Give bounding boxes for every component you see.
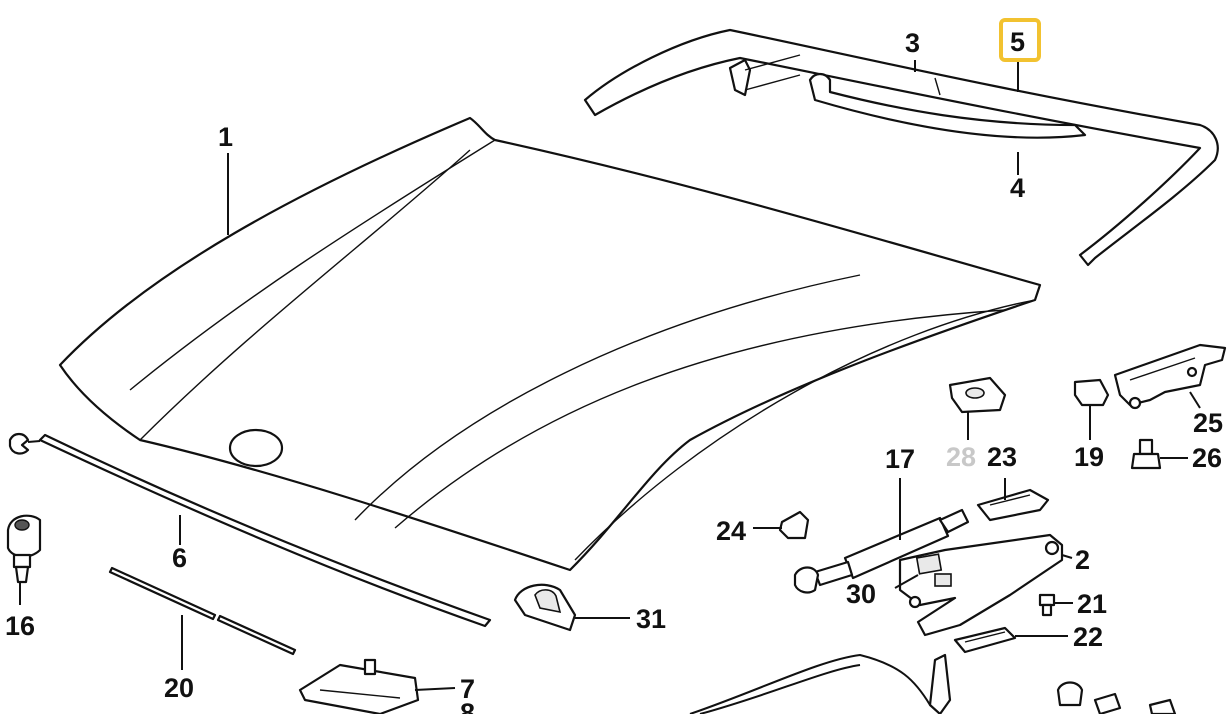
rubber-buffer[interactable] xyxy=(513,583,577,632)
label-19[interactable]: 19 xyxy=(1074,442,1104,472)
label-3[interactable]: 3 xyxy=(905,28,920,58)
label-21[interactable]: 21 xyxy=(1077,589,1107,619)
outer-seal[interactable] xyxy=(583,28,1219,267)
inner-seal-strip[interactable] xyxy=(808,72,1087,139)
label-7[interactable]: 7 xyxy=(460,674,475,704)
label-6[interactable]: 6 xyxy=(172,543,187,573)
label-8[interactable]: 8 xyxy=(460,698,475,714)
label-30[interactable]: 30 xyxy=(846,579,876,609)
plate-22[interactable] xyxy=(953,626,1017,654)
hinge-bracket-25[interactable] xyxy=(1113,343,1227,410)
support-rod[interactable] xyxy=(108,566,297,656)
bolt-21[interactable] xyxy=(1038,593,1056,617)
label-28[interactable]: 28 xyxy=(946,442,976,472)
label-16[interactable]: 16 xyxy=(5,611,35,641)
clip-24[interactable] xyxy=(778,510,810,540)
holder-19[interactable] xyxy=(1073,378,1110,407)
bump-stop[interactable] xyxy=(6,514,42,584)
label-4[interactable]: 4 xyxy=(1010,173,1025,203)
label-22[interactable]: 22 xyxy=(1073,622,1103,652)
hood-panel[interactable] xyxy=(58,116,1042,572)
bolt-26[interactable] xyxy=(1130,438,1162,470)
label-17[interactable]: 17 xyxy=(885,444,915,474)
small-parts-bottom-right[interactable] xyxy=(1056,681,1177,714)
hood-lock[interactable] xyxy=(298,658,420,714)
label-24[interactable]: 24 xyxy=(716,516,746,546)
label-20[interactable]: 20 xyxy=(164,673,194,703)
leader-lines xyxy=(19,60,1201,691)
label-31[interactable]: 31 xyxy=(636,604,666,634)
edge-strip[interactable] xyxy=(8,432,492,628)
part-labels: 1 3 5 4 6 16 20 7 8 31 17 28 23 19 25 26… xyxy=(5,18,1223,714)
clip-28[interactable] xyxy=(948,376,1007,414)
label-5[interactable]: 5 xyxy=(1010,27,1025,57)
seal-clips[interactable] xyxy=(728,54,801,97)
label-25[interactable]: 25 xyxy=(1193,408,1223,438)
catch-plate-23[interactable] xyxy=(976,488,1050,522)
label-23[interactable]: 23 xyxy=(987,442,1017,472)
label-1[interactable]: 1 xyxy=(218,122,233,152)
release-cable[interactable] xyxy=(689,653,952,714)
label-2[interactable]: 2 xyxy=(1075,545,1090,575)
highlight-box-5 xyxy=(999,18,1041,62)
label-26[interactable]: 26 xyxy=(1192,443,1222,473)
gas-strut-17[interactable] xyxy=(793,508,970,594)
hood-hinge-2[interactable] xyxy=(898,533,1064,637)
